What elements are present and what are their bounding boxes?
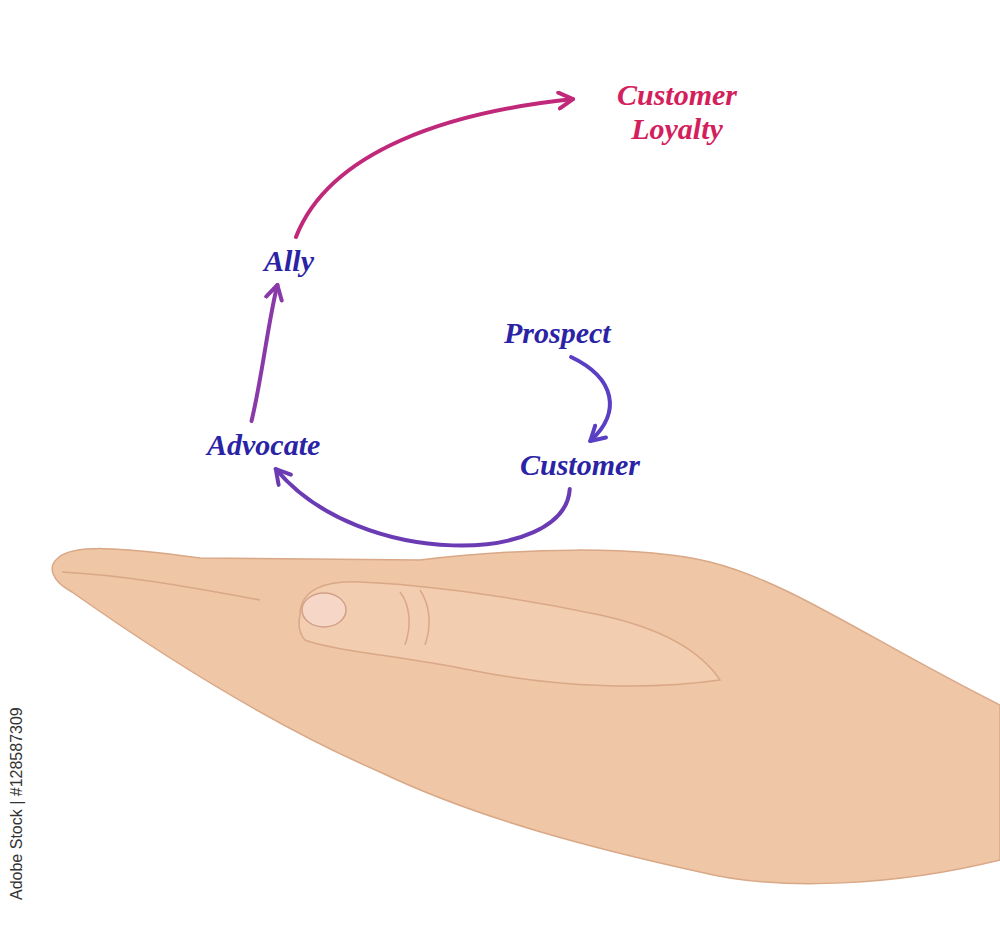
stage-node: Ally [260, 242, 318, 280]
stage-node: Customer Loyalty [578, 76, 776, 148]
thumb-nail [302, 593, 346, 627]
stage-label: Customer [520, 448, 640, 482]
watermark: Adobe Stock | #128587309 [8, 707, 26, 900]
curved-arrow [571, 357, 610, 441]
curved-arrow [296, 99, 573, 237]
finger-line [62, 572, 260, 600]
knuckle [400, 590, 429, 645]
curved-arrow [252, 285, 278, 421]
stage-label: Ally [264, 244, 314, 278]
thumb [299, 582, 720, 686]
stage-node: Customer [516, 446, 644, 484]
stage-label: Customer Loyalty [582, 78, 772, 146]
stage-node: Advocate [203, 426, 324, 464]
stage-label: Prospect [504, 316, 611, 350]
stage-label: Advocate [207, 428, 320, 462]
palm [52, 549, 1000, 884]
stage-node: Prospect [500, 314, 615, 352]
